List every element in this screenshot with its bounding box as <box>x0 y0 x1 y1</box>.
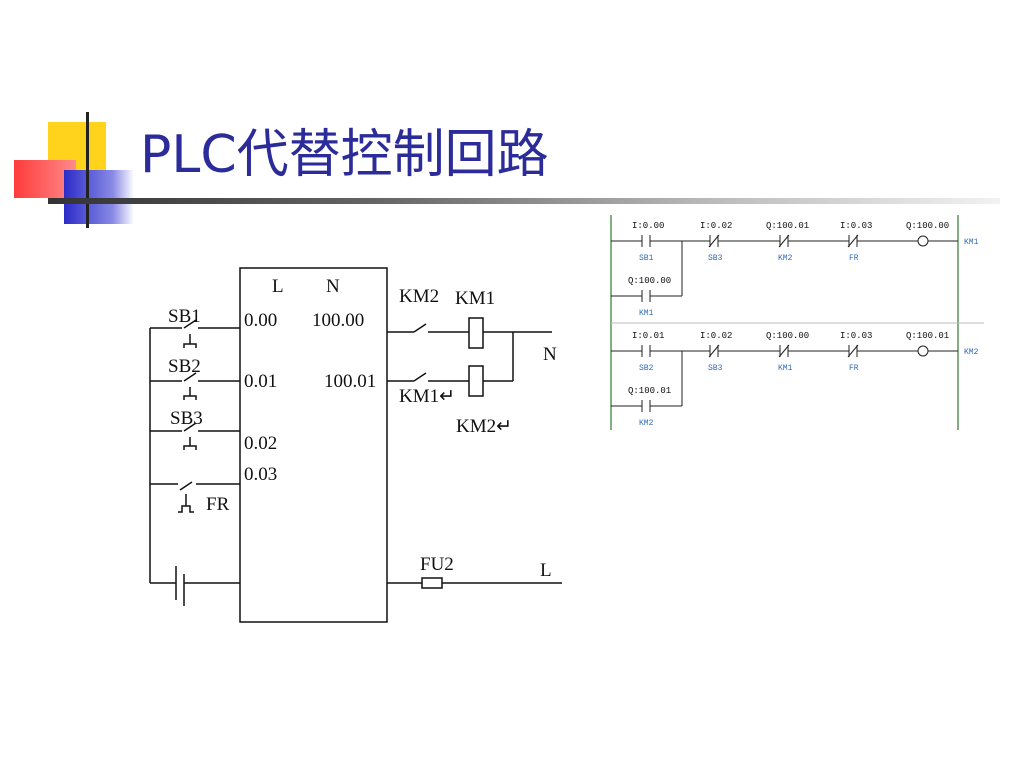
rung2-branch-addr: Q:100.01 <box>628 386 671 396</box>
blue-square <box>64 170 134 224</box>
coil-label-km2: KM2↵ <box>456 416 512 437</box>
rung1-addr-2: I:0.02 <box>700 221 732 231</box>
title-underline <box>48 198 1000 204</box>
rung2-label-3: KM1 <box>778 364 793 373</box>
output-terminal-10000: 100.00 <box>312 310 364 331</box>
fuse-label: FU2 <box>420 554 454 575</box>
rung1-coil-label: KM1 <box>964 238 979 247</box>
rung2-label-4: FR <box>849 364 859 373</box>
input-terminal-000: 0.00 <box>244 310 277 331</box>
plc-header-l: L <box>272 276 284 297</box>
rung1-label-4: FR <box>849 254 859 263</box>
corner-decoration <box>0 0 140 230</box>
rung2-addr-3: Q:100.00 <box>766 331 809 341</box>
rung2-addr-4: I:0.03 <box>840 331 872 341</box>
rung1-branch-addr: Q:100.00 <box>628 276 671 286</box>
rung2-coil-label: KM2 <box>964 348 979 357</box>
rung2-label-1: SB2 <box>639 364 654 373</box>
rung1-addr-1: I:0.00 <box>632 221 664 231</box>
rung2-addr-1: I:0.01 <box>632 331 664 341</box>
input-label-sb3: SB3 <box>170 408 203 429</box>
input-terminal-003: 0.03 <box>244 464 277 485</box>
rung2-addr-5: Q:100.01 <box>906 331 949 341</box>
coil-label-km1: KM1 <box>455 288 495 309</box>
plc-box <box>239 267 388 623</box>
rung2-branch-label: KM2 <box>639 419 654 428</box>
contact-label-km1: KM1↵ <box>399 386 455 407</box>
input-label-sb2: SB2 <box>168 356 201 377</box>
rung1-addr-4: I:0.03 <box>840 221 872 231</box>
output-terminal-10001: 100.01 <box>324 371 376 392</box>
contact-label-km2: KM2 <box>399 286 439 307</box>
rung1-label-1: SB1 <box>639 254 654 263</box>
neutral-label: N <box>543 344 557 365</box>
line-label: L <box>540 560 552 581</box>
input-terminal-002: 0.02 <box>244 433 277 454</box>
input-label-sb1: SB1 <box>168 306 201 327</box>
input-label-fr: FR <box>206 494 230 515</box>
input-terminal-001: 0.01 <box>244 371 277 392</box>
rung1-label-2: SB3 <box>708 254 723 263</box>
rung1-branch-label: KM1 <box>639 309 654 318</box>
plc-header-n: N <box>326 276 340 297</box>
rung2-label-2: SB3 <box>708 364 723 373</box>
vertical-line <box>86 112 89 228</box>
rung1-addr-3: Q:100.01 <box>766 221 809 231</box>
page-title: PLC代替控制回路 <box>140 125 549 185</box>
rung1-addr-5: Q:100.00 <box>906 221 949 231</box>
rung1-label-3: KM2 <box>778 254 793 263</box>
rung2-addr-2: I:0.02 <box>700 331 732 341</box>
